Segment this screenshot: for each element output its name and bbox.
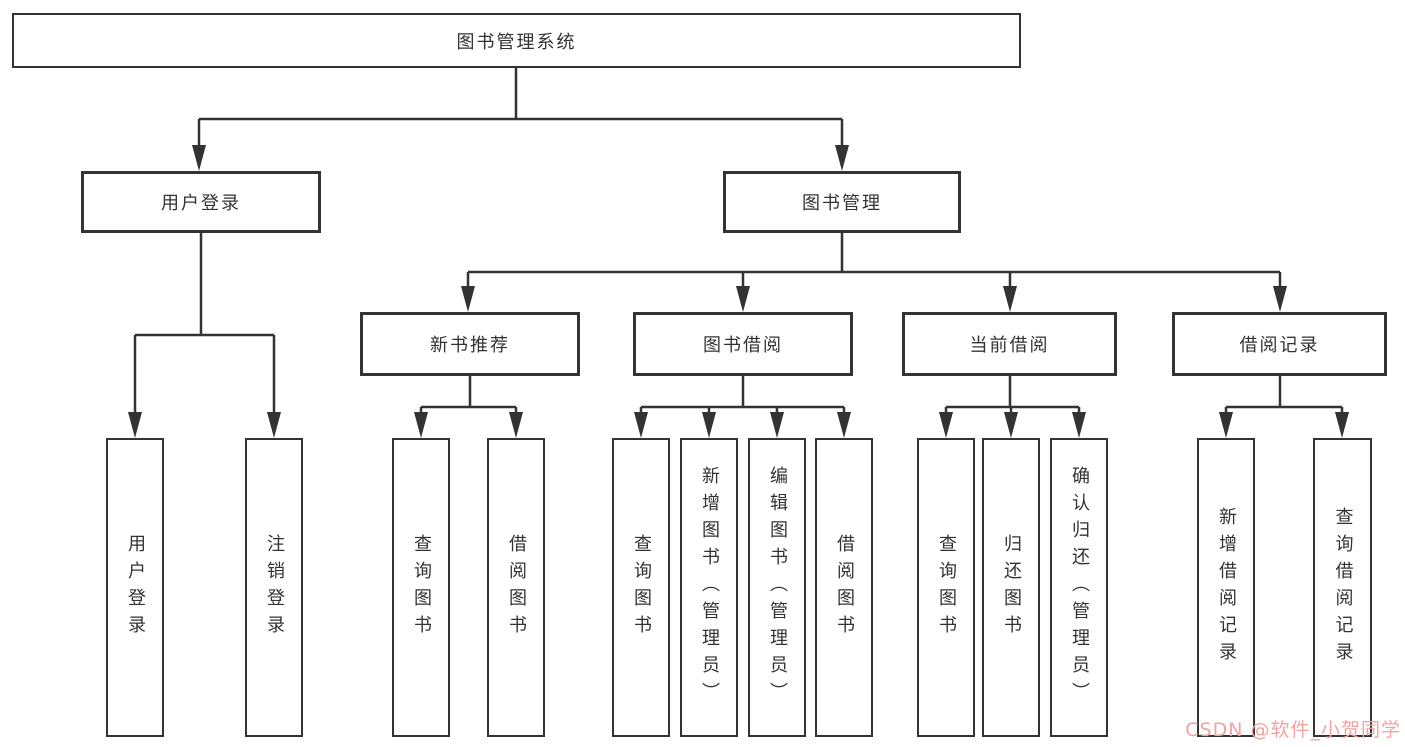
node-user-login: 用户登录 [81, 171, 321, 233]
leaf-query-books-current-label: 查询图书 [936, 533, 957, 642]
node-book-management-label: 图书管理 [802, 193, 882, 214]
node-library-system: 图书管理系统 [12, 13, 1021, 68]
leaf-logout: 注销登录 [245, 438, 303, 737]
node-borrow-records: 借阅记录 [1172, 312, 1387, 376]
tree-connector-path [133, 68, 1344, 432]
leaf-query-borrow-record-label: 查询借阅记录 [1332, 506, 1354, 669]
node-new-book-recommend: 新书推荐 [360, 312, 580, 376]
leaf-query-books-borrow-label: 查询图书 [631, 533, 652, 642]
node-new-book-recommend-label: 新书推荐 [430, 335, 510, 356]
node-current-borrow-label: 当前借阅 [969, 335, 1050, 356]
leaf-query-books-borrow: 查询图书 [612, 438, 670, 737]
node-borrow-records-label: 借阅记录 [1239, 335, 1320, 356]
leaf-user-login: 用户登录 [106, 438, 164, 737]
leaf-logout-label: 注销登录 [264, 533, 285, 642]
leaf-return-book: 归还图书 [982, 438, 1040, 737]
node-library-system-label: 图书管理系统 [456, 31, 577, 53]
leaf-confirm-return-admin-label: 确认归还（管理员） [1069, 466, 1090, 709]
csdn-watermark: CSDN @软件_小贺同学 [1185, 719, 1401, 741]
leaf-confirm-return-admin: 确认归还（管理员） [1050, 438, 1108, 737]
leaf-user-login-label: 用户登录 [125, 533, 146, 642]
leaf-edit-book-admin: 编辑图书（管理员） [748, 438, 806, 737]
leaf-edit-book-admin-label: 编辑图书（管理员） [767, 466, 788, 709]
leaf-query-books-recommend-label: 查询图书 [411, 533, 432, 642]
leaf-add-borrow-record-label: 新增借阅记录 [1216, 506, 1237, 669]
leaf-query-books-current: 查询图书 [917, 438, 975, 737]
node-book-management: 图书管理 [723, 171, 961, 233]
node-book-borrow-label: 图书借阅 [703, 335, 783, 356]
leaf-add-book-admin-label: 新增图书（管理员） [699, 466, 720, 709]
leaf-return-book-label: 归还图书 [1001, 533, 1022, 642]
leaf-query-borrow-record: 查询借阅记录 [1313, 438, 1372, 737]
leaf-add-book-admin: 新增图书（管理员） [680, 438, 738, 737]
leaf-add-borrow-record: 新增借阅记录 [1197, 438, 1255, 737]
leaf-borrow-books-label: 借阅图书 [834, 533, 855, 642]
node-user-login-label: 用户登录 [161, 193, 241, 214]
leaf-query-books-recommend: 查询图书 [392, 438, 450, 737]
leaf-borrow-books-recommend-label: 借阅图书 [506, 533, 527, 642]
node-current-borrow: 当前借阅 [902, 312, 1117, 376]
leaf-borrow-books-recommend: 借阅图书 [487, 438, 545, 737]
leaf-borrow-books: 借阅图书 [815, 438, 873, 737]
node-book-borrow: 图书借阅 [633, 312, 853, 376]
